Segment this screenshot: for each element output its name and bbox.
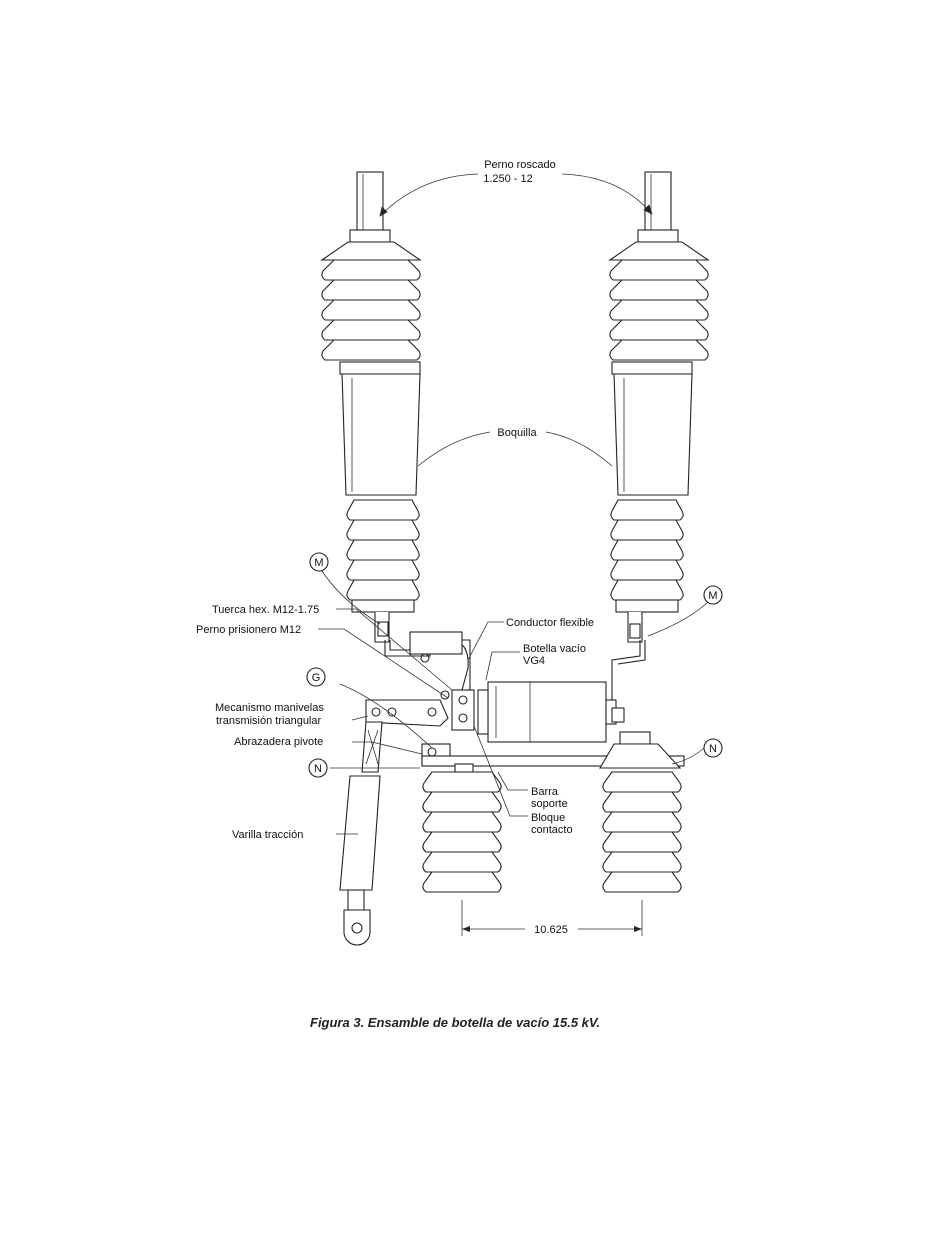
insulator-shed: [610, 320, 708, 340]
insulator-shed: [603, 852, 681, 872]
callout-n-left: N: [309, 759, 327, 777]
insulator-shed: [423, 852, 501, 872]
insulator-shed: [347, 500, 419, 520]
svg-text:M: M: [708, 590, 717, 602]
label-tuerca-hex: Tuerca hex. M12-1.75: [212, 604, 319, 616]
insulator-shed: [603, 772, 681, 792]
label-bloque-sub: contacto: [531, 824, 573, 836]
insulator-shed: [611, 520, 683, 540]
insulator-shed: [611, 540, 683, 560]
callout-g: G: [307, 668, 325, 686]
label-boquilla: Boquilla: [497, 427, 537, 439]
insulator-shed: [610, 260, 708, 280]
insulator-shed: [603, 812, 681, 832]
insulator-shed: [322, 320, 420, 340]
right-upper-bushing: [610, 172, 708, 642]
left-lower-bushing: [423, 772, 501, 892]
dimension-line: 10.625: [462, 900, 642, 936]
insulator-shed: [423, 832, 501, 852]
right-lower-bushing: [603, 772, 681, 892]
label-conductor-flexible: Conductor flexible: [506, 617, 594, 629]
insulator-shed: [347, 520, 419, 540]
label-perno-roscado: Perno roscado: [484, 159, 556, 171]
insulator-shed: [423, 872, 501, 892]
left-upper-bushing: [322, 172, 420, 642]
insulator-shed: [423, 792, 501, 812]
insulator-shed: [347, 540, 419, 560]
callout-m-right: M: [704, 586, 722, 604]
insulator-shed: [347, 580, 419, 600]
insulator-shed: [322, 300, 420, 320]
insulator-shed: [322, 340, 420, 360]
svg-text:M: M: [314, 557, 323, 569]
pull-rod: [340, 722, 382, 945]
callout-m-left: M: [310, 553, 328, 571]
svg-text:N: N: [314, 763, 322, 775]
insulator-shed: [611, 580, 683, 600]
insulator-shed: [603, 792, 681, 812]
label-perno-roscado-size: 1.250 - 12: [483, 173, 533, 185]
insulator-shed: [610, 300, 708, 320]
label-barra: Barra: [531, 786, 559, 798]
label-mecanismo: Mecanismo manivelas: [215, 702, 324, 714]
label-barra-sub: soporte: [531, 798, 568, 810]
label-abrazadera: Abrazadera pivote: [234, 736, 323, 748]
label-botella-vacio-model: VG4: [523, 655, 545, 667]
dimension-label: 10.625: [534, 924, 568, 936]
figure-caption: Figura 3. Ensamble de botella de vacío 1…: [310, 1015, 600, 1030]
insulator-shed: [611, 500, 683, 520]
insulator-shed: [611, 560, 683, 580]
insulator-shed: [347, 560, 419, 580]
insulator-shed: [322, 280, 420, 300]
label-bloque: Bloque: [531, 812, 565, 824]
label-mecanismo-sub: transmisión triangular: [216, 715, 321, 727]
insulator-shed: [610, 340, 708, 360]
label-varilla: Varilla tracción: [232, 829, 303, 841]
insulator-shed: [423, 772, 501, 792]
insulator-shed: [322, 260, 420, 280]
callout-n-right: N: [704, 739, 722, 757]
label-botella-vacio: Botella vacío: [523, 643, 586, 655]
insulator-shed: [603, 872, 681, 892]
label-perno-prisionero: Perno prisionero M12: [196, 624, 301, 636]
insulator-shed: [603, 832, 681, 852]
insulator-shed: [610, 280, 708, 300]
svg-text:G: G: [312, 672, 321, 684]
svg-text:N: N: [709, 743, 717, 755]
insulator-shed: [423, 812, 501, 832]
